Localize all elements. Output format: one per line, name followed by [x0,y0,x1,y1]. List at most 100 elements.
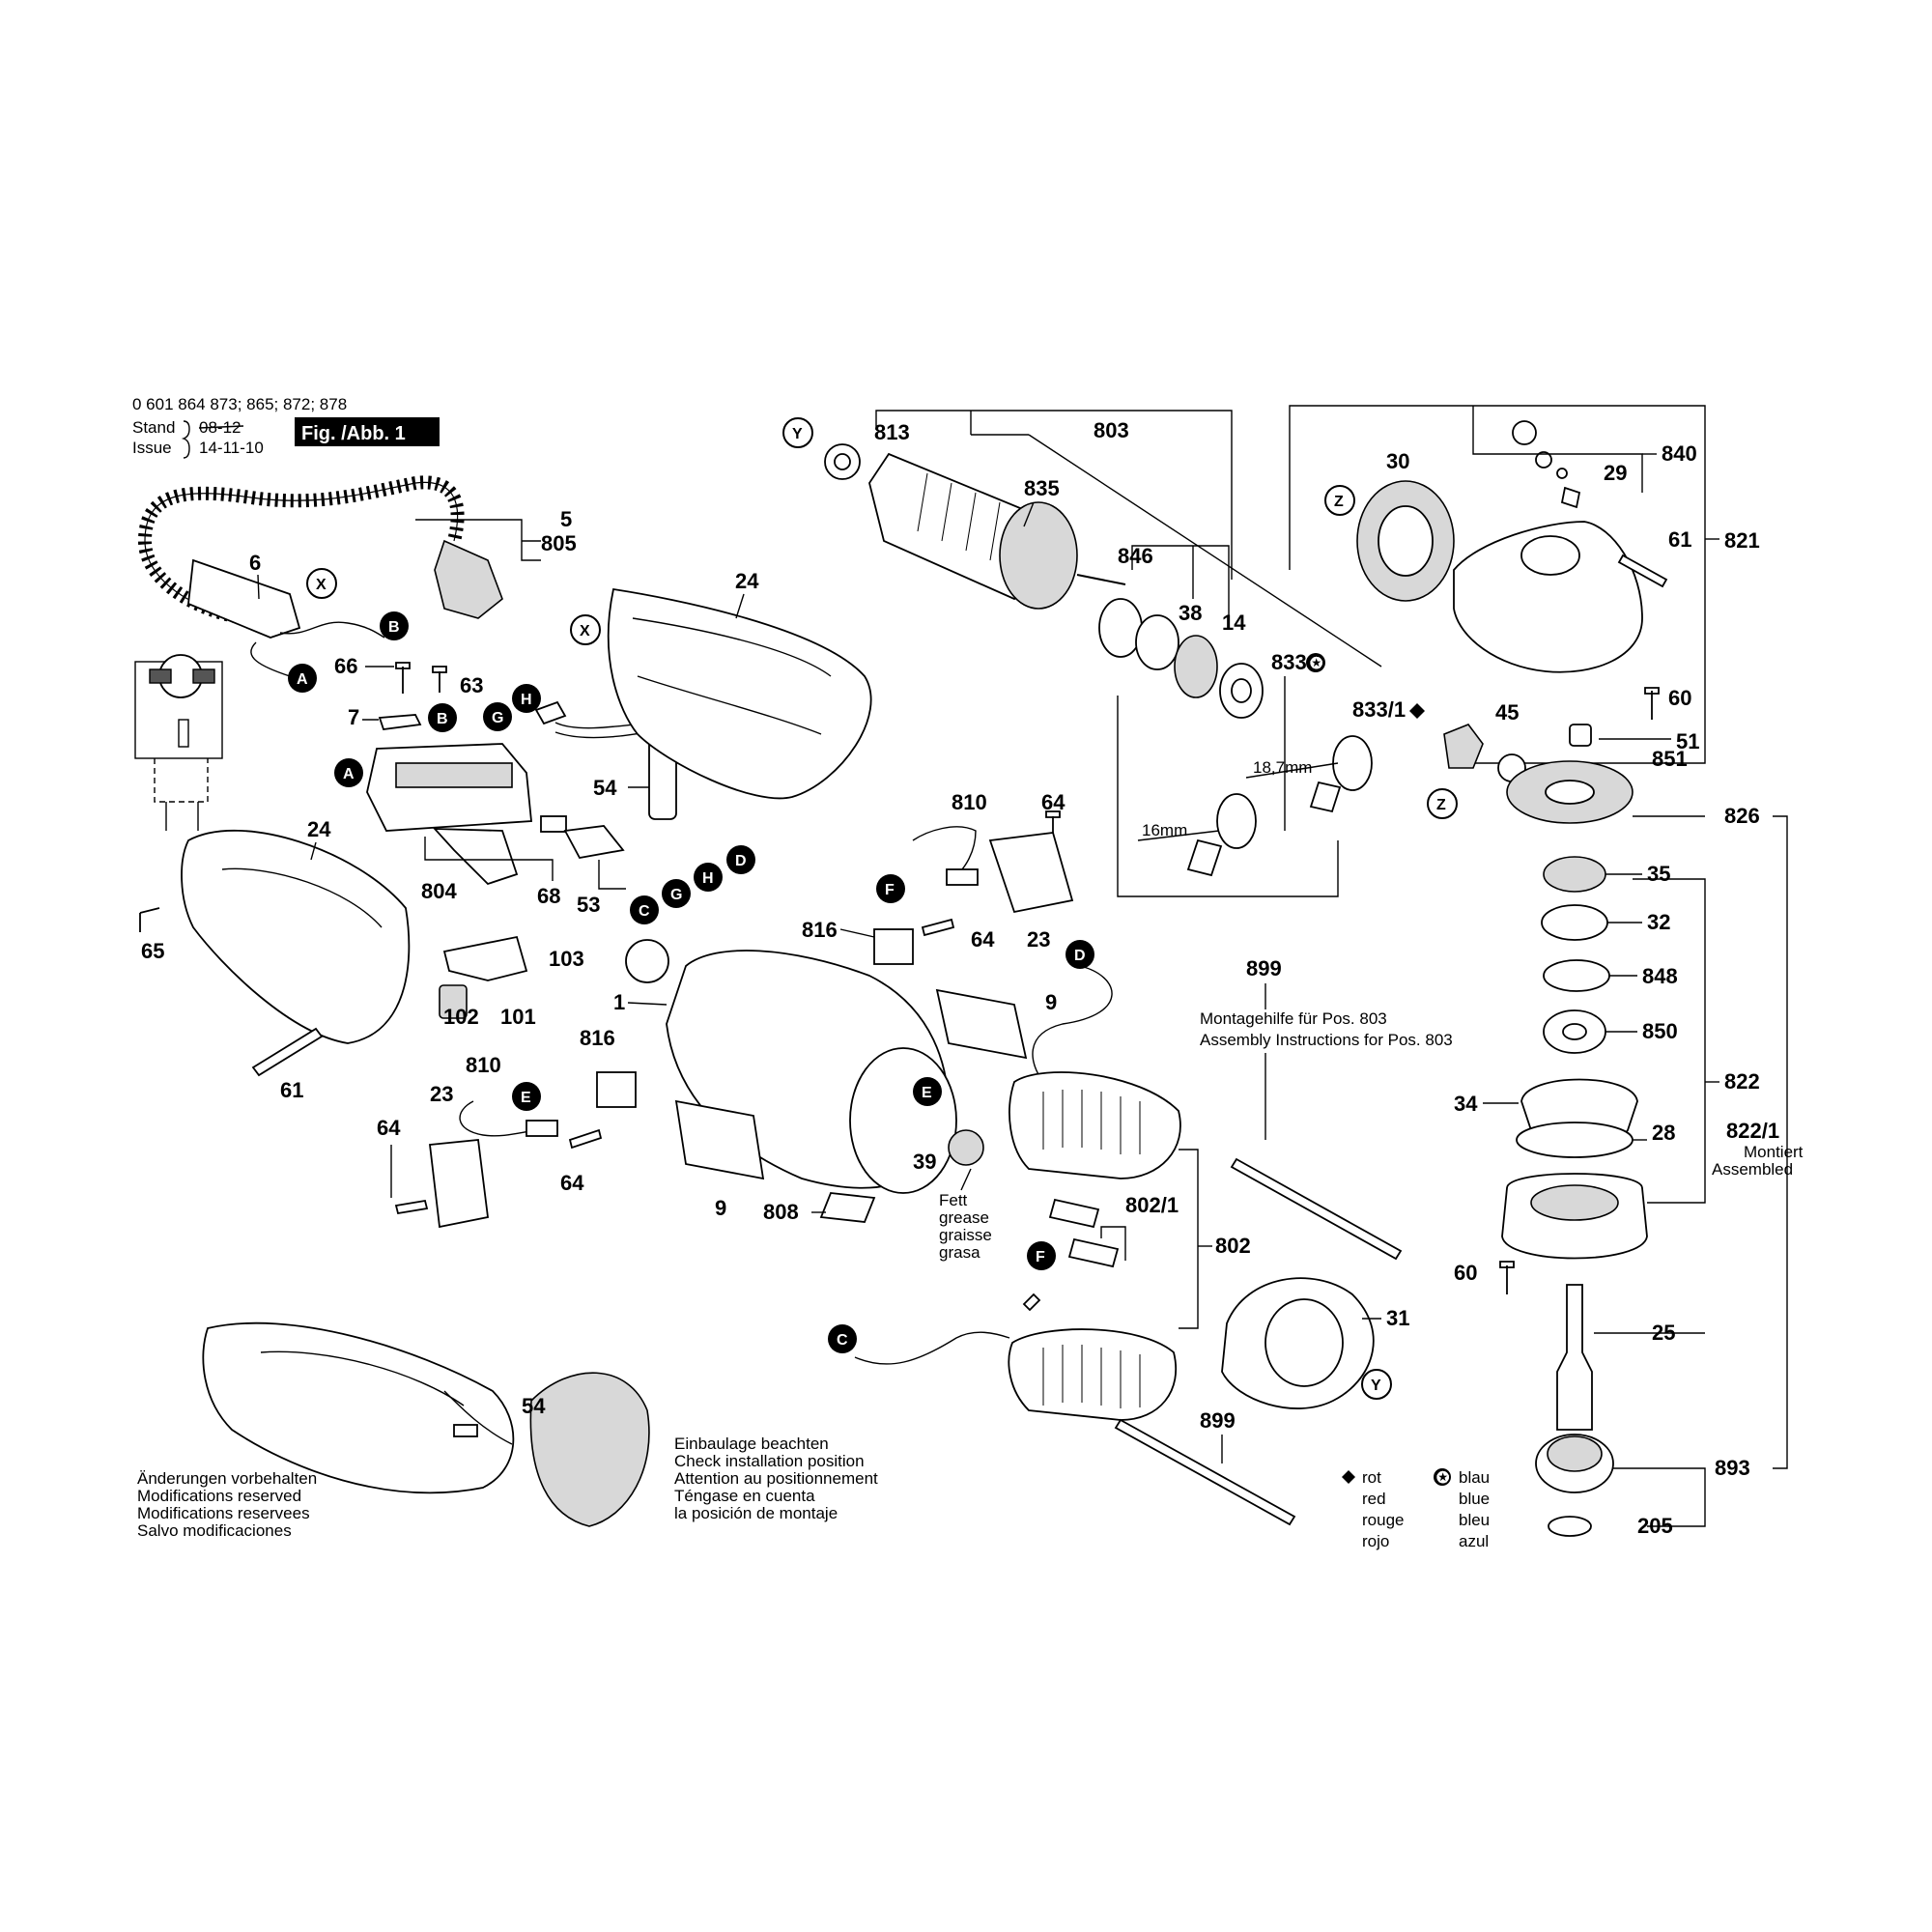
gear-head-group: 821 30 840 29 61 45 60 51 851 [1289,405,1760,782]
badge-z-gear-circle [1324,485,1355,516]
handle-lower-group: 24 65 61 [139,817,411,1102]
dimension-line-16 [1137,830,1220,841]
cap-plug [534,700,567,725]
leader-835 [1023,501,1035,527]
field-coil-group: 802/1 802 [854,965,1251,1421]
bracket-803-top [875,410,1233,580]
part-label-9-upper: 9 [1045,990,1057,1014]
screw-63 [432,666,447,693]
leader-803-to-833-1 [1028,434,1382,668]
badge-d-switch-letter: D [735,853,747,869]
part-label-24-lower: 24 [307,817,331,841]
part-label-840: 840 [1662,441,1697,466]
part-label-893: 893 [1715,1456,1750,1480]
part-label-5: 5 [560,507,572,531]
badge-x-cord: X [306,568,337,599]
field-coil-upper-windings [1042,1090,1141,1154]
badge-z-gear: Z [1324,485,1355,516]
gear-head-boss [1520,535,1580,576]
color-legend: rot red rouge rojo ✪ blau blue bleu azul [1342,1468,1490,1550]
screw-61-head [1617,554,1668,588]
part-label-816-upper: 816 [802,918,838,942]
brush-holder-816-upper [873,928,914,965]
badge-g-cap-letter: G [492,710,503,726]
pad-833-1 [1309,781,1342,813]
part-label-810-upper: 810 [952,790,987,814]
switch-trigger [432,828,519,886]
screw-60-head [1644,687,1660,720]
legend-star-en: blue [1459,1490,1490,1508]
legend-star-icon [1434,1468,1451,1486]
part-label-64-upper-right: 64 [1041,790,1065,814]
badge-e-brush: E [512,1082,541,1111]
part-label-899-lower: 899 [1200,1408,1236,1433]
schematic-brush-right [192,668,215,684]
lock-pin [1560,486,1581,509]
changes-note-es: Salvo modificaciones [137,1521,292,1540]
part-label-802-1: 802/1 [1125,1193,1179,1217]
pad-833 [1186,838,1223,877]
note-montiert: Montiert [1744,1143,1804,1161]
badge-h-cap-letter: H [521,692,532,708]
part-label-810-lower: 810 [466,1053,501,1077]
badge-d-switch-circle [726,845,755,874]
plug [434,539,503,619]
handle-upper-rib-2 [637,675,822,735]
badge-b-switch-circle [428,703,457,732]
part-label-805: 805 [541,531,577,555]
badge-h-switch-letter: H [702,870,714,887]
switch-assembly: 804 7 66 63 68 53 [334,654,626,917]
screw-60-flange [1499,1261,1515,1294]
brace [181,420,190,459]
bracket-846-38-14 [1131,545,1230,618]
part-label-53: 53 [577,893,600,917]
cord-wire-a [250,641,291,677]
note-assembly-instructions: Assembly Instructions for Pos. 803 [1200,1031,1453,1049]
badge-z-bearing-letter: Z [1436,797,1446,813]
handle-half-upper [607,587,872,800]
part-label-38: 38 [1179,601,1202,625]
assembly-tool-899-upper [1230,1157,1403,1261]
install-note-es-1: Téngase en cuenta [674,1487,815,1505]
badge-g-cap: G [483,702,512,731]
badge-z-bearing: Z [1427,788,1458,819]
part-label-205: 205 [1637,1514,1673,1538]
install-note-es-2: la posición de montaje [674,1504,838,1522]
field-wire-d [1032,965,1113,1083]
spindle-lock-button [1512,420,1537,445]
schematic-switch [154,758,209,803]
leader-816-upper [839,928,875,938]
badge-a-cord: A [288,664,317,693]
leader-24-lower [310,841,317,861]
changes-note-fr: Modifications reservees [137,1504,310,1522]
handle-half-lower [181,829,411,1044]
install-note-de: Einbaulage beachten [674,1435,829,1453]
insulator-802-1-a [1048,1198,1100,1229]
grease-note-fr: graisse [939,1226,992,1244]
grease-note-es: grasa [939,1243,980,1262]
bushing-51 [1569,724,1592,747]
badge-e-housing-letter: E [922,1085,932,1101]
part-101 [442,935,528,981]
part-label-25: 25 [1652,1321,1675,1345]
changes-note-de: Änderungen vorbehalten [137,1469,317,1488]
ring-833-1 [1332,735,1373,791]
field-terminal-f [1022,1293,1041,1312]
armature-shaft [1076,574,1126,585]
badge-c-field-letter: C [837,1332,848,1349]
badge-h-cap: H [512,684,541,713]
strike-line [198,425,244,429]
brush-upper-group: 810 64 23 816 64 [802,790,1074,965]
badge-g-switch-letter: G [670,887,682,903]
bracket-840 [1472,406,1643,493]
bracket-821 [1289,405,1706,764]
part-label-51: 51 [1676,729,1699,753]
badge-b-cord-letter: B [388,619,400,636]
legend-diamond-fr: rouge [1362,1511,1404,1529]
dimension-16mm: 16mm [1142,821,1187,839]
cord-wire-b [279,621,385,639]
installation-detail-group: 54 Einbaulage beachten Check installatio… [202,1321,878,1527]
part-label-14: 14 [1222,611,1246,635]
part-label-31: 31 [1386,1306,1409,1330]
badge-d-field: D [1065,940,1094,969]
